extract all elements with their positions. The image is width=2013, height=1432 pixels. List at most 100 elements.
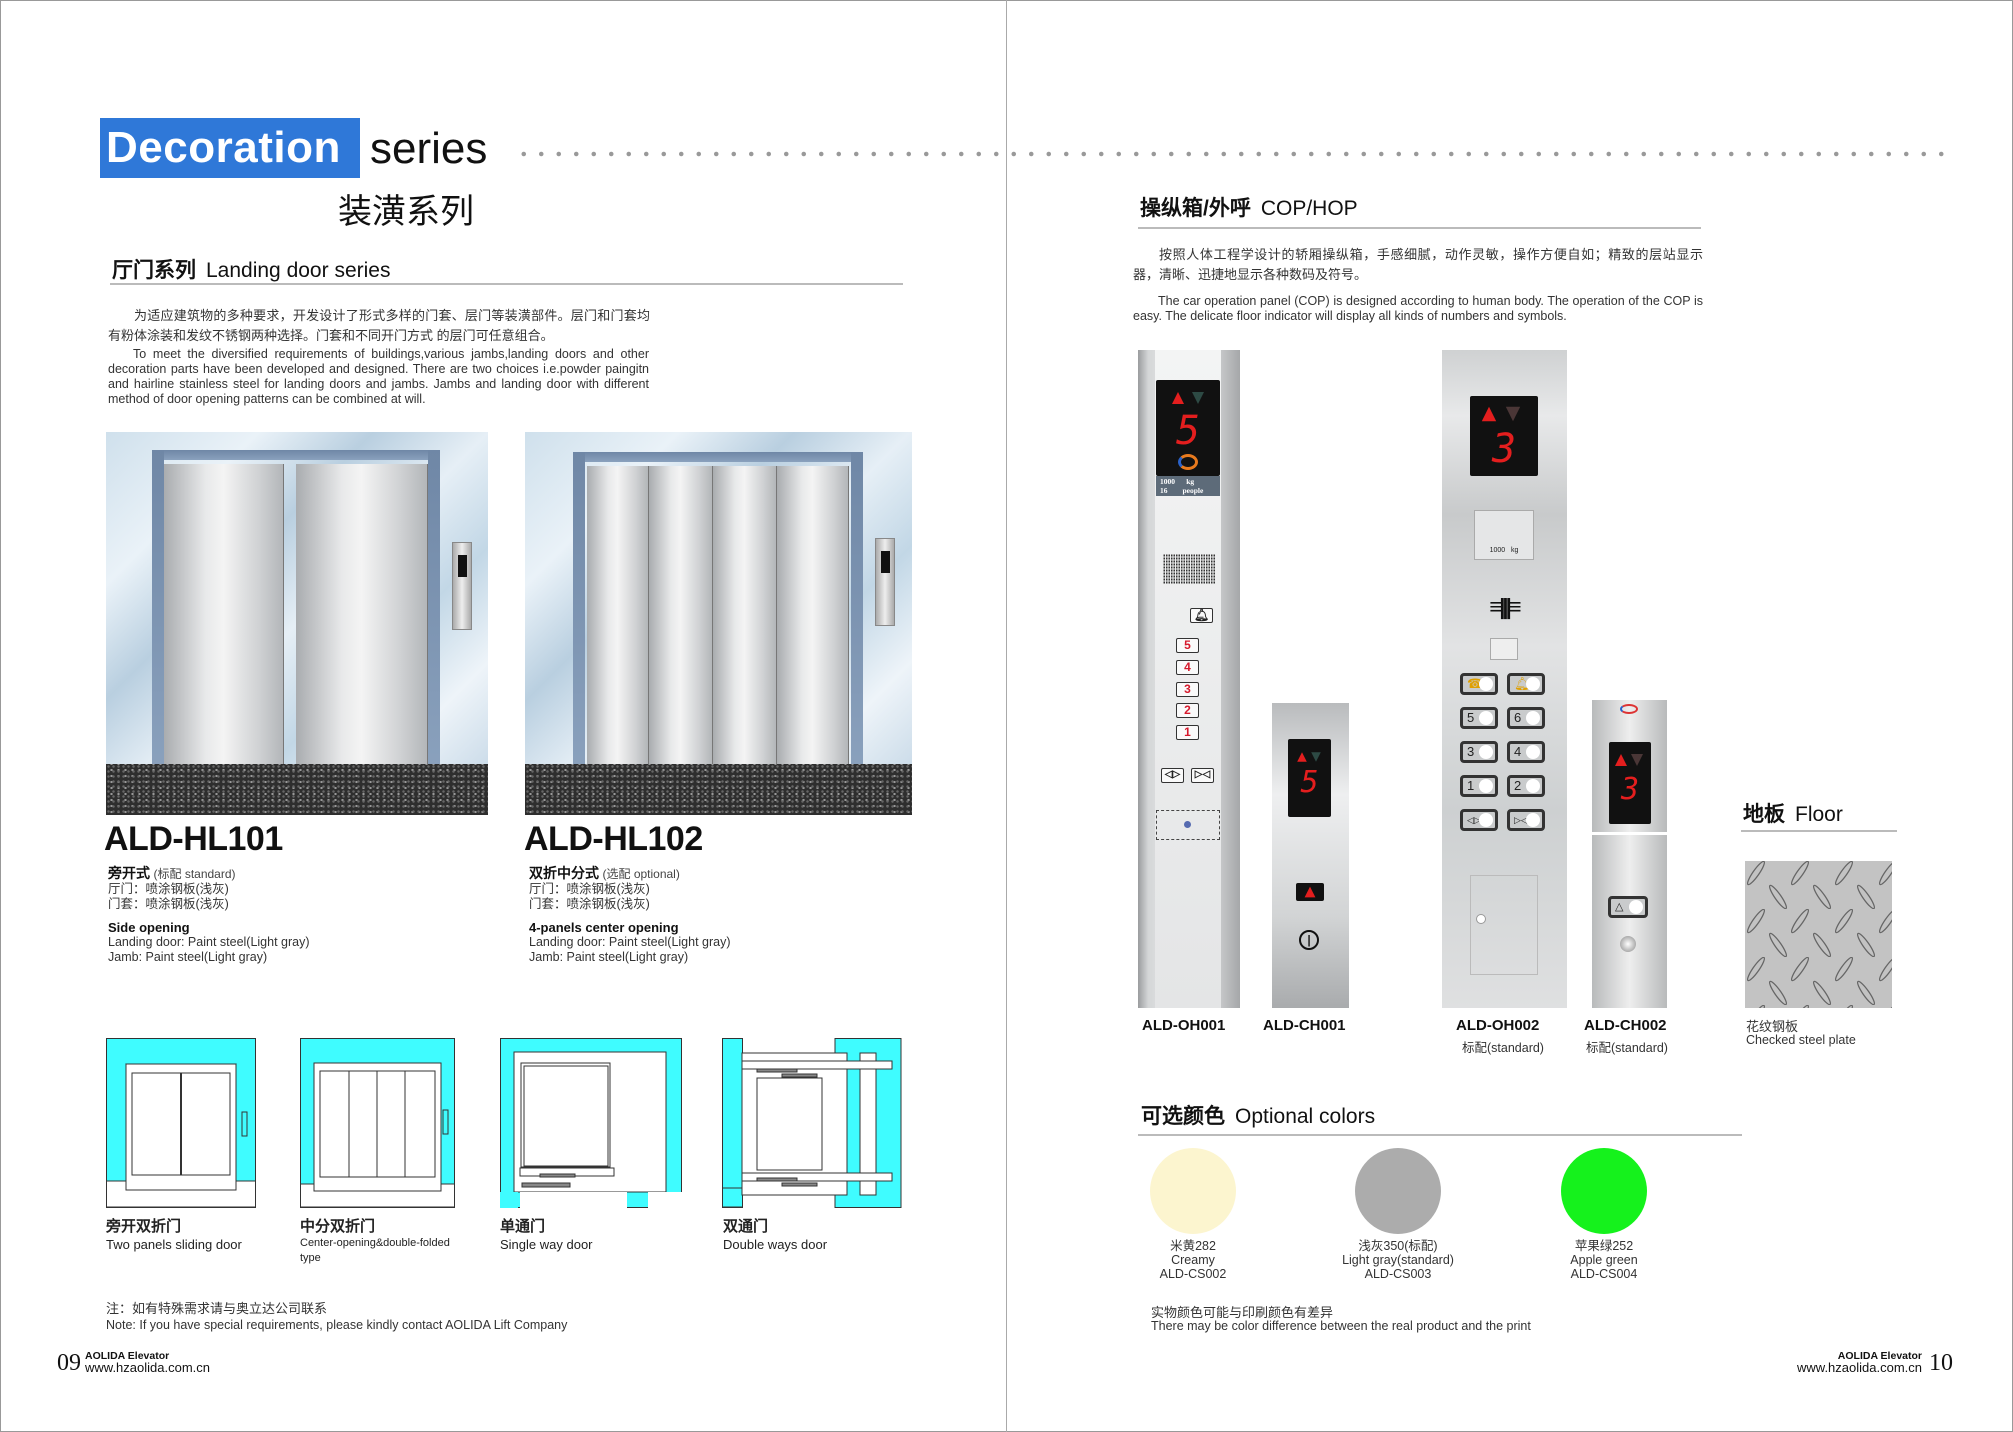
panel-label-oh001: ALD-OH001 [1142,1017,1226,1034]
diagram-double-ways [722,1038,902,1208]
spec-tag: (标配 standard) [153,867,236,881]
cop-paragraph-cn: 按照人体工程学设计的轿厢操纵箱，手感细腻，动作灵敏，操作方便自如；精致的层站显示… [1133,247,1703,282]
spec-jamb-cn: 门套：喷涂钢板(浅灰) [529,897,650,911]
floor-heading-rule [1741,830,1897,832]
down-arrow-icon [1505,406,1521,422]
floor-button[interactable]: 6 [1507,707,1545,729]
checked-steel-plate-swatch [1745,861,1892,1008]
footer-brand-left: AOLIDA Elevator [85,1350,170,1362]
footer-url-left[interactable]: www.hzaolida.com.cn [85,1360,210,1375]
capacity-plate: 1000 kg 16 people [1156,476,1220,496]
door-photo-hl101 [106,432,488,815]
floor-button[interactable]: 5 [1460,707,1498,729]
alarm-button[interactable]: 🔔︎ [1507,673,1545,695]
door-type-cn: 单通门 [500,1218,546,1235]
spec-door-en: Landing door: Paint steel(Light gray) [108,935,310,949]
spec-type-cn: 双折中分式 [529,865,599,881]
door-type-en: Single way door [500,1237,593,1252]
cop-heading-en: COP/HOP [1260,197,1358,220]
floor-button[interactable]: 5 [1176,638,1199,653]
landing-heading-rule [110,283,903,285]
call-button[interactable]: △ [1608,896,1648,918]
call-button[interactable] [1296,883,1324,901]
model-spec-hl101: 旁开式 (标配 standard) 厅门：喷涂钢板(浅灰) 门套：喷涂钢板(浅灰… [108,866,408,965]
color-swatch-creamy [1150,1148,1236,1234]
color-swatch-apple-green [1561,1148,1647,1234]
diagram-center-opening-double-folded [300,1038,455,1208]
floor-button[interactable]: 2 [1176,703,1199,718]
footer-url-right[interactable]: www.hzaolida.com.cn [1797,1360,1922,1375]
floor-name-cn: 花纹钢板 [1746,1019,1799,1034]
floor-number: 3 [1491,426,1517,472]
colors-heading-en: Optional colors [1235,1105,1376,1128]
hall-call-panel [875,538,895,626]
up-arrow-icon [1297,752,1307,762]
colors-note-cn: 实物颜色可能与印刷颜色有差异 [1151,1305,1334,1320]
panel-label-ch001: ALD-CH001 [1263,1017,1346,1034]
phone-button[interactable]: ☎ [1460,673,1498,695]
decoration-title-cn: 装潢系列 [338,193,474,231]
model-spec-hl102: 双折中分式 (选配 optional) 厅门：喷涂钢板(浅灰) 门套：喷涂钢板(… [529,866,829,965]
door-close-button[interactable]: ▷◁ [1191,768,1214,783]
spec-type-en: Side opening [108,920,190,935]
hop-panel-ch001: 5 | [1272,703,1349,1008]
speaker-grille [1163,554,1215,584]
door-photo-hl102 [525,432,912,815]
model-code-hl101: ALD-HL101 [104,820,283,858]
page-spine-divider [1006,0,1007,1432]
door-type-en: Double ways door [723,1237,828,1252]
floor-number: 5 [1300,765,1319,800]
floor-display: 5 [1288,739,1331,817]
spec-jamb-en: Jamb: Paint steel(Light gray) [108,950,268,964]
decoration-title-box: Decoration [100,118,360,178]
door-open-button[interactable]: ◁▷ [1161,768,1184,783]
floor-button[interactable]: 1 [1176,725,1199,740]
cop-panel-oh002: 3 1000 kg ≡|||≡ ☎ 🔔︎ 5 6 3 4 1 2 ◁▷ ▷◁ [1442,350,1567,1008]
fire-key-icon: | [1299,930,1319,950]
floor-display: 3 [1470,396,1538,476]
cop-panel-oh001: 5 1000 kg 16 people 🔔︎ 5 4 3 2 1 ◁▷ ▷◁ [1138,350,1240,1008]
logo-icon [1178,454,1198,470]
spec-type-en: 4-panels center opening [529,920,679,935]
door-close-button[interactable]: ▷◁ [1507,809,1545,831]
alarm-bell-button[interactable]: 🔔︎ [1190,608,1213,623]
door-type-en: Two panels sliding door [106,1237,242,1252]
colors-heading-rule [1138,1134,1742,1136]
floor-button[interactable]: 1 [1460,775,1498,797]
diagram-single-way [500,1038,682,1208]
spec-door-cn: 厅门：喷涂钢板(浅灰) [529,882,650,896]
dotted-divider [515,151,1955,157]
floor-button[interactable]: 4 [1176,660,1199,675]
model-code-hl102: ALD-HL102 [524,820,703,858]
panel-label-ch002: ALD-CH002 [1584,1017,1667,1034]
floor-number: 5 [1175,408,1201,454]
cop-heading-rule [1138,227,1701,229]
spec-jamb-cn: 门套：喷涂钢板(浅灰) [108,897,229,911]
service-cabinet [1470,875,1538,975]
spec-door-en: Landing door: Paint steel(Light gray) [529,935,731,949]
panel-sub-ch002: 标配(standard) [1586,1041,1668,1055]
color-swatch-light-gray [1355,1148,1441,1234]
door-type-cn: 中分双折门 [300,1218,376,1235]
hall-call-panel [452,542,472,630]
floor-button[interactable]: 3 [1460,741,1498,763]
door-type-label: 旁开双折门 Two panels sliding door [106,1218,276,1254]
door-type-cn: 旁开双折门 [106,1218,182,1235]
colors-note-en: There may be color difference between th… [1151,1319,1531,1333]
landing-paragraph-cn: 为适应建筑物的多种要求，开发设计了形式多样的门套、层门等装潢部件。层门和门套均有… [108,308,650,343]
spec-type-cn: 旁开式 [108,865,150,881]
floor-button[interactable]: 2 [1507,775,1545,797]
floor-button[interactable]: 4 [1507,741,1545,763]
up-arrow-icon [1481,406,1497,422]
panel-sub-oh002: 标配(standard) [1462,1041,1544,1055]
page-number-left: 09 [57,1350,81,1376]
note-cn: 注：如有特殊需求请与奥立达公司联系 [106,1301,328,1316]
series-title: series [370,124,488,173]
door-open-button[interactable]: ◁▷ [1460,809,1498,831]
floor-button[interactable]: 3 [1176,682,1199,697]
door-type-label: 单通门 Single way door [500,1218,670,1254]
